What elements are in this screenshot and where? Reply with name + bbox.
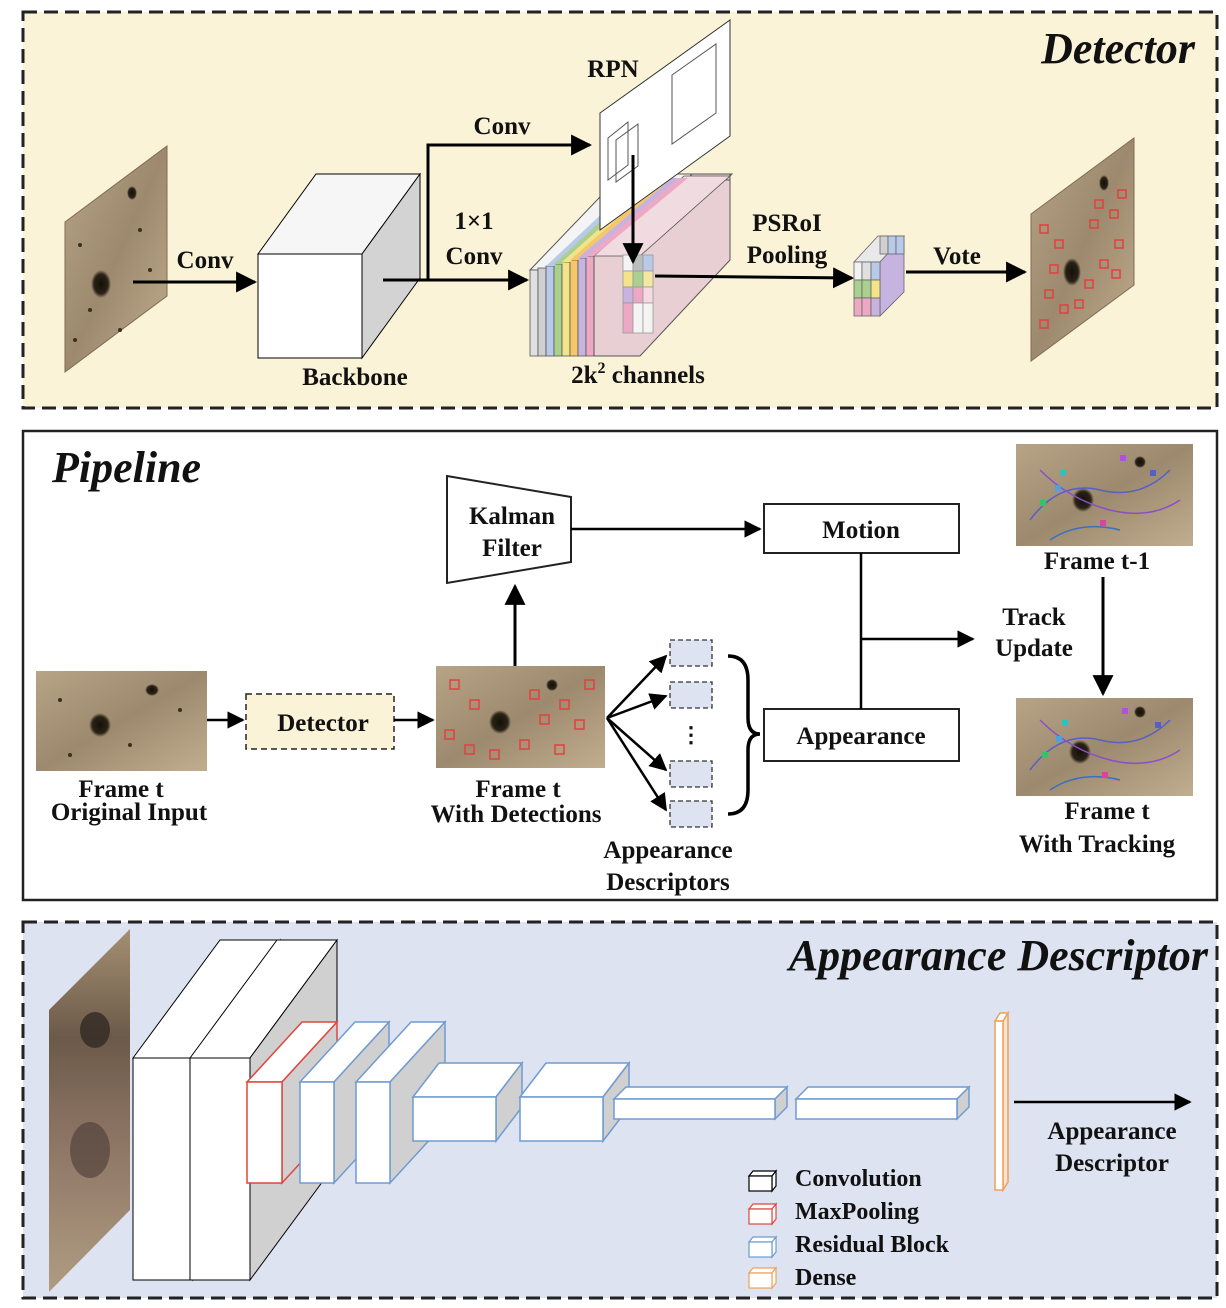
frame-track-caption-line1: Frame t (1064, 798, 1150, 825)
layer-legend: Convolution MaxPooling Residual Block De… (747, 1166, 950, 1291)
psroi-label-line1: PSRoI (752, 210, 821, 237)
frame-t-caption-line2: Original Input (51, 799, 208, 826)
descriptor-boxes (669, 639, 713, 828)
descriptor-fanout-arrows (605, 654, 668, 812)
frame-track-caption-line2: With Tracking (1019, 831, 1176, 858)
descriptor-ellipsis: ⋮ (680, 722, 702, 747)
backbone-block (257, 172, 421, 360)
conv-1x1-label-line2: Conv (446, 243, 503, 270)
detector-panel: Detector Conv Backbone 1×1 Conv Conv (21, 10, 1219, 410)
channels-label: 2k2 channels (571, 360, 705, 389)
legend-dense-icon (747, 1266, 778, 1290)
conv-label-top: Conv (474, 113, 531, 140)
frame-det-caption-line1: Frame t (475, 776, 561, 803)
detector-output-image (1030, 137, 1135, 362)
motion-box (763, 503, 960, 554)
output-label-line1: Appearance (1047, 1118, 1176, 1145)
detector-title: Detector (1040, 24, 1196, 73)
residual-layer-6 (794, 1085, 971, 1121)
legend-convolution-icon (747, 1169, 778, 1193)
legend-convolution-label: Convolution (795, 1166, 922, 1192)
frame-t-image (36, 671, 207, 771)
residual-layer-5 (612, 1085, 789, 1121)
legend-residual-label: Residual Block (795, 1232, 950, 1258)
residual-layer-3 (411, 1060, 524, 1144)
appearance-section-title: Appearance Descriptor (786, 931, 1209, 980)
track-update-line1: Track (1002, 604, 1066, 631)
frame-prev-caption: Frame t-1 (1044, 548, 1150, 575)
appearance-label: Appearance (796, 723, 925, 750)
frame-tracking-image (1016, 698, 1193, 796)
descriptors-caption-line1: Appearance (603, 837, 732, 864)
motion-label: Motion (822, 517, 900, 544)
residual-layer-4 (518, 1060, 631, 1144)
detector-box (245, 693, 395, 750)
legend-maxpooling-icon (747, 1202, 778, 1226)
legend-dense-label: Dense (795, 1265, 857, 1291)
ant-crop-image (49, 929, 130, 1292)
pipeline-title: Pipeline (51, 443, 201, 492)
pooled-cube (853, 234, 905, 317)
conv-branch-arrow (426, 134, 593, 280)
frame-detections-image (436, 666, 605, 768)
kalman-label-line1: Kalman (469, 503, 555, 530)
track-update-line2: Update (995, 635, 1073, 662)
conv-label-left: Conv (177, 247, 234, 274)
legend-maxpooling-label: MaxPooling (795, 1199, 919, 1225)
legend-residual-icon (747, 1235, 778, 1259)
frame-prev-image (1016, 444, 1193, 546)
output-label-line2: Descriptor (1055, 1150, 1169, 1177)
appearance-box (763, 708, 960, 762)
descriptor-brace (727, 654, 761, 816)
dense-layer (993, 1010, 1010, 1193)
conv-1x1-label-line1: 1×1 (454, 208, 493, 235)
psroi-arrow (654, 267, 855, 289)
detector-box-label: Detector (277, 710, 369, 737)
descriptors-caption-line2: Descriptors (606, 869, 730, 896)
psroi-label-line2: Pooling (747, 242, 828, 269)
backbone-label: Backbone (302, 364, 408, 391)
appearance-panel: Appearance Descriptor (21, 920, 1219, 1300)
pipeline-panel: Pipeline Frame t Original Input Detector (21, 429, 1219, 902)
rpn-label: RPN (587, 56, 638, 83)
kalman-filter-box (446, 474, 572, 585)
frame-det-caption-line2: With Detections (430, 801, 601, 828)
detector-input-image (64, 145, 168, 373)
frame-t-caption-line1: Frame t (78, 776, 164, 803)
kalman-label-line2: Filter (482, 535, 542, 562)
vote-label: Vote (933, 243, 981, 270)
